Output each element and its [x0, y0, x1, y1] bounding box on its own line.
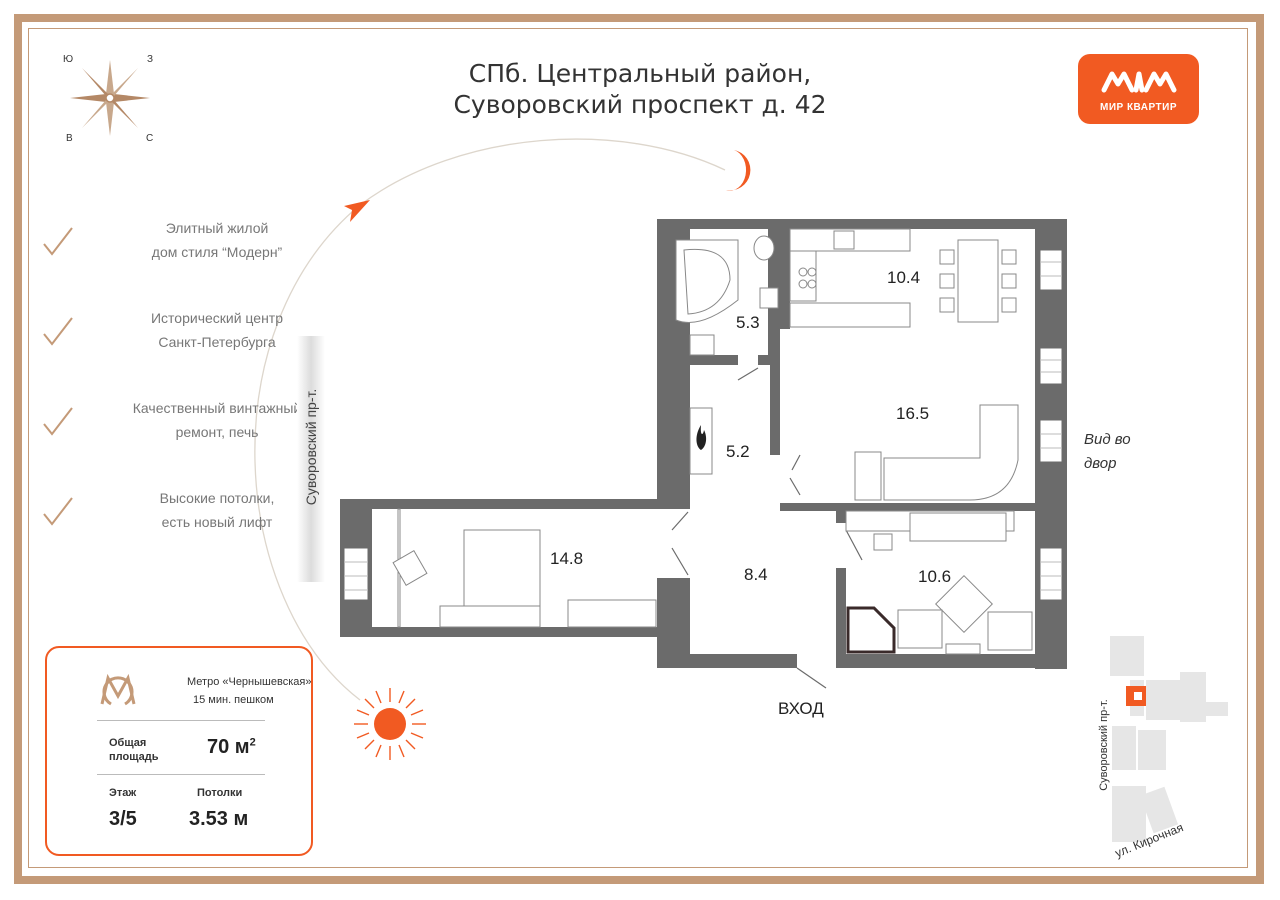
- arrow-icon: [344, 200, 370, 222]
- room-area-bathroom: 5.3: [736, 313, 760, 332]
- room-area-kitchen: 10.4: [887, 268, 921, 287]
- kitchen-furniture: [789, 228, 1017, 328]
- feature-line-1: Высокие потолки,: [159, 490, 275, 506]
- floor-label: Этаж: [109, 787, 137, 799]
- room-area-room: 10.6: [918, 567, 952, 586]
- living-furniture: [854, 404, 1019, 501]
- sun-icon: [354, 688, 426, 760]
- checkmark-icon: [43, 317, 73, 346]
- ceiling-label: Потолки: [197, 787, 243, 799]
- feature-line-1: Качественный винтажный: [132, 400, 302, 416]
- room-area-living: 16.5: [896, 404, 930, 423]
- location-map: [1110, 636, 1228, 842]
- bedroom-furniture: [392, 508, 657, 628]
- area-label-line-1: Общая: [109, 737, 147, 749]
- area-label: Общая площадь: [109, 736, 158, 764]
- feature-line-2: ремонт, печь: [175, 424, 259, 440]
- fire-icon: [696, 425, 707, 450]
- doors: [671, 367, 863, 689]
- metro-name: Метро «Чернышевская»: [187, 676, 312, 688]
- view-label-line-2: двор: [1084, 455, 1117, 472]
- area-value-text: 70 м: [207, 736, 250, 758]
- window-lines: [344, 261, 1062, 591]
- checkmark-icon: [43, 497, 73, 526]
- view-label: Вид во двор: [1084, 428, 1154, 476]
- title-line-2: Суворовский проспект д. 42: [453, 90, 827, 119]
- view-label-line-1: Вид во: [1084, 431, 1131, 448]
- frame-inner-line: [28, 28, 1248, 868]
- feature-line-2: есть новый лифт: [161, 514, 273, 530]
- checkmark-icon: [43, 227, 73, 256]
- feature-line-1: Элитный жилой: [165, 220, 269, 236]
- compass-rose-icon: [70, 60, 150, 136]
- room-area-bedroom: 14.8: [550, 549, 584, 568]
- compass-letter-east: В: [66, 133, 73, 144]
- compass-letter-south: Ю: [63, 54, 74, 65]
- ceiling-value: 3.53 м: [189, 808, 249, 830]
- feature-item: Элитный жилой дом стиля “Модерн”: [40, 216, 300, 276]
- feature-item: Качественный винтажный ремонт, печь: [40, 396, 301, 456]
- card-divider: [97, 720, 265, 721]
- area-unit-sup: 2: [249, 736, 256, 749]
- moon-icon: [726, 150, 751, 191]
- room-area-corridor: 8.4: [744, 565, 768, 584]
- compass-letter-north: С: [146, 133, 154, 144]
- feature-line-2: Санкт-Петербурга: [158, 334, 276, 350]
- corner-stove: [846, 606, 896, 654]
- feature-line-2: дом стиля “Модерн”: [151, 244, 283, 260]
- room-furniture: [845, 510, 1033, 655]
- feature-item: Высокие потолки, есть новый лифт: [40, 486, 300, 546]
- bathroom-fixtures: [675, 235, 779, 356]
- map-street-vertical: Суворовский пр-т.: [1098, 699, 1110, 791]
- windows: [343, 249, 1063, 601]
- page-title: СПб. Центральный район, Суворовский прос…: [380, 58, 900, 120]
- area-value: 70 м2: [207, 736, 256, 759]
- brand-logo: МИР КВАРТИР: [1078, 54, 1199, 124]
- feature-line-1: Исторический центр: [150, 310, 284, 326]
- title-line-1: СПб. Центральный район,: [468, 59, 812, 88]
- logo-text: МИР КВАРТИР: [1099, 102, 1178, 113]
- compass-letter-west: З: [147, 54, 154, 65]
- metro-logo-icon: [100, 673, 136, 706]
- room-area-hall: 5.2: [726, 442, 750, 461]
- floor-value: 3/5: [109, 808, 137, 830]
- metro-walk-time: 15 мин. пешком: [193, 694, 274, 706]
- info-card: Метро «Чернышевская» 15 мин. пешком Обща…: [45, 646, 313, 856]
- entrance-label: ВХОД: [778, 699, 824, 718]
- card-divider: [97, 774, 265, 775]
- logo-mark-icon: [1101, 71, 1177, 93]
- street-bar: [297, 336, 325, 582]
- area-label-line-2: площадь: [109, 751, 159, 763]
- checkmark-icon: [43, 407, 73, 436]
